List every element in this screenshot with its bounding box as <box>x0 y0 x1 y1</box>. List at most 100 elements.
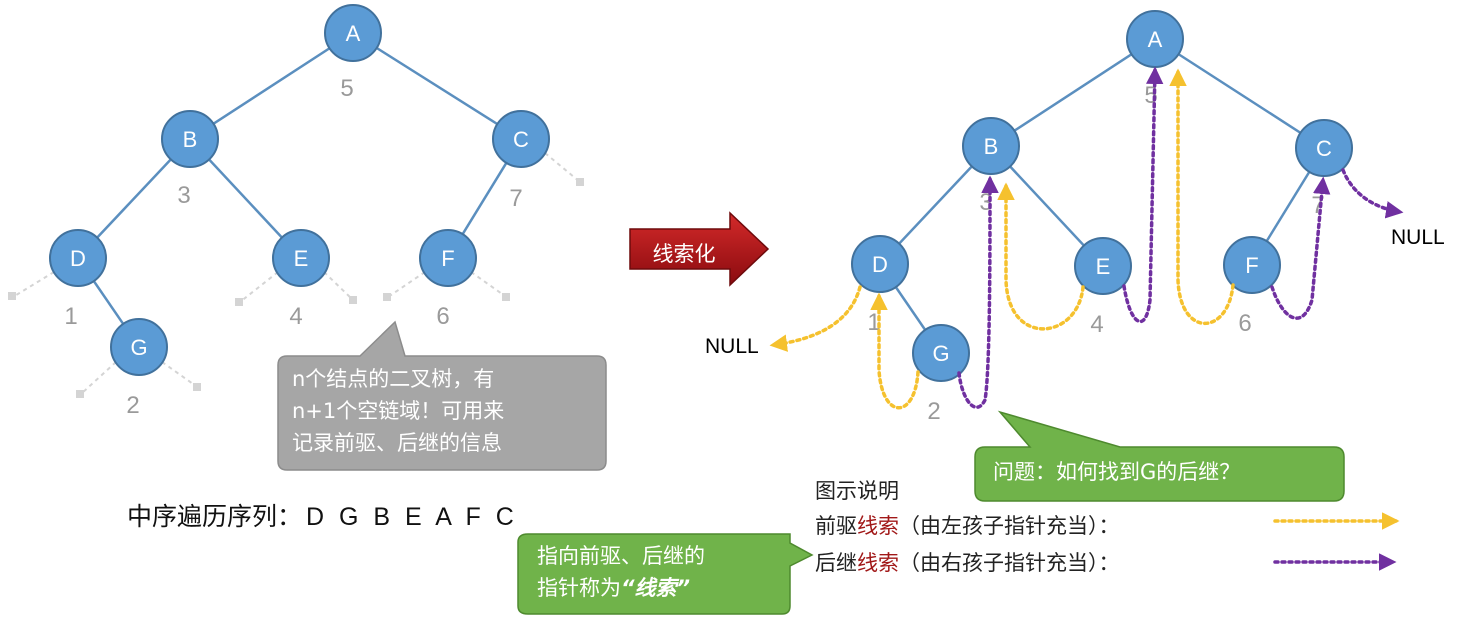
node-label: G <box>932 341 949 366</box>
inorder-number: 7 <box>509 185 522 212</box>
null-stub <box>349 296 357 304</box>
thread-e-pred-b <box>997 182 1085 331</box>
right-tree-nodes <box>851 10 1353 382</box>
right-tree-node-labels: A B C D E F G <box>872 27 1332 366</box>
left-tree-order-numbers: 5 3 7 1 4 6 2 <box>64 75 522 419</box>
thread-d-pred-null <box>769 285 862 352</box>
null-stub <box>76 390 84 398</box>
callout-prefix: 指针称为 <box>537 576 621 600</box>
node-label: E <box>1096 254 1111 279</box>
node-label: B <box>183 127 198 152</box>
thread-term: “线索” <box>621 576 691 600</box>
null-link-e-right <box>323 271 353 300</box>
definition-callout-bubble <box>517 533 814 615</box>
inorder-number: 4 <box>1090 311 1103 338</box>
thread-g-succ-b <box>957 175 999 409</box>
node-label: G <box>130 335 147 360</box>
thread-f-succ-c <box>1270 176 1331 320</box>
tree-node <box>912 324 970 382</box>
thread-e-succ-a <box>1122 66 1164 324</box>
null-link-c-right <box>544 152 581 183</box>
inorder-number: 3 <box>177 182 190 209</box>
thread-g-pred-d <box>870 292 920 410</box>
inorder-number: 6 <box>436 303 449 330</box>
tree-node <box>1223 236 1281 294</box>
tree-node <box>1295 119 1353 177</box>
legend-highlight: 线索 <box>857 514 899 538</box>
null-stub <box>235 298 243 306</box>
edge-a-c <box>352 31 522 141</box>
edge-a-c <box>1154 37 1325 150</box>
legend-text: （由左孩子指针充当）： <box>899 514 1120 538</box>
node-label: A <box>1148 27 1163 52</box>
node-label: D <box>872 252 888 277</box>
tree-node <box>161 110 219 168</box>
null-stub <box>8 292 16 300</box>
gray-callout-bubble <box>277 320 607 471</box>
tree-node <box>49 229 107 287</box>
null-label-left: NULL <box>705 335 759 358</box>
tree-node <box>110 318 168 376</box>
right-tree: A B C D E F G 5 3 7 1 4 6 2 <box>705 10 1445 425</box>
edge-a-b <box>189 31 354 141</box>
gray-callout-text: n个结点的二叉树，有 n+1个空链域！可用来 记录前驱、后继的信息 <box>292 363 504 459</box>
inorder-sequence: 中序遍历序列：D G B E A F C <box>127 497 518 533</box>
threading-arrow <box>629 211 770 287</box>
tree-node <box>324 4 382 62</box>
node-label: E <box>294 246 309 271</box>
inorder-number: 6 <box>1238 310 1251 337</box>
tree-node <box>272 229 330 287</box>
null-stub <box>502 293 510 301</box>
null-link-f-left <box>387 271 426 298</box>
question-callout-text: 问题：如何找到G的后继？ <box>993 460 1241 484</box>
legend-successor: 后继线索（由右孩子指针充当）： <box>815 547 1120 577</box>
inorder-number: 2 <box>927 398 940 425</box>
inorder-values: D G B E A F C <box>306 503 518 531</box>
legend-text: 后继 <box>815 551 857 575</box>
null-stub <box>576 178 584 186</box>
threading-arrow-label: 线索化 <box>652 242 716 266</box>
left-tree-nodes <box>49 4 550 376</box>
null-link-g-right <box>161 361 197 387</box>
legend-title: 图示说明 <box>815 479 899 503</box>
predecessor-threads <box>769 68 1235 410</box>
thread-f-pred-a <box>1169 68 1235 325</box>
tree-node <box>851 235 909 293</box>
legend-text: 前驱 <box>815 514 857 538</box>
null-link-g-left <box>80 361 117 395</box>
tree-node <box>962 117 1020 175</box>
node-label: F <box>1245 253 1258 278</box>
definition-callout-text: 指向前驱、后继的 指针称为“线索” <box>537 540 705 604</box>
edge-a-b <box>990 37 1156 148</box>
left-tree: A B C D E F G 5 3 7 1 4 6 2 <box>8 4 584 419</box>
null-label-right: NULL <box>1391 226 1445 249</box>
question-callout-bubble <box>974 410 1345 502</box>
null-link-f-right <box>470 271 506 297</box>
successor-threads <box>957 66 1404 409</box>
callout-line: n个结点的二叉树，有 <box>292 367 495 391</box>
node-label: D <box>70 246 86 271</box>
tree-node <box>492 110 550 168</box>
left-tree-node-labels: A B C D E F G <box>70 21 529 360</box>
callout-line: 记录前驱、后继的信息 <box>292 431 502 455</box>
node-label: A <box>346 21 361 46</box>
left-tree-null-links <box>8 152 584 398</box>
legend-predecessor: 前驱线索（由左孩子指针充当）： <box>815 510 1120 540</box>
node-label: B <box>984 134 999 159</box>
node-label: F <box>441 246 454 271</box>
inorder-number: 5 <box>340 75 353 102</box>
node-label: C <box>513 127 529 152</box>
inorder-number: 1 <box>64 303 77 330</box>
callout-line: n+1个空链域！可用来 <box>292 399 505 423</box>
inorder-label: 中序遍历序列： <box>127 502 303 531</box>
legend-text: （由右孩子指针充当）： <box>899 551 1120 575</box>
tree-node <box>1074 237 1132 295</box>
left-tree-edges <box>76 31 523 348</box>
null-stub <box>193 383 201 391</box>
callout-line: 指针称为“线索” <box>537 572 705 604</box>
inorder-number: 1 <box>867 309 880 336</box>
inorder-number: 4 <box>289 303 302 330</box>
callout-line: 指向前驱、后继的 <box>537 544 705 568</box>
thread-c-succ-null <box>1341 168 1404 219</box>
